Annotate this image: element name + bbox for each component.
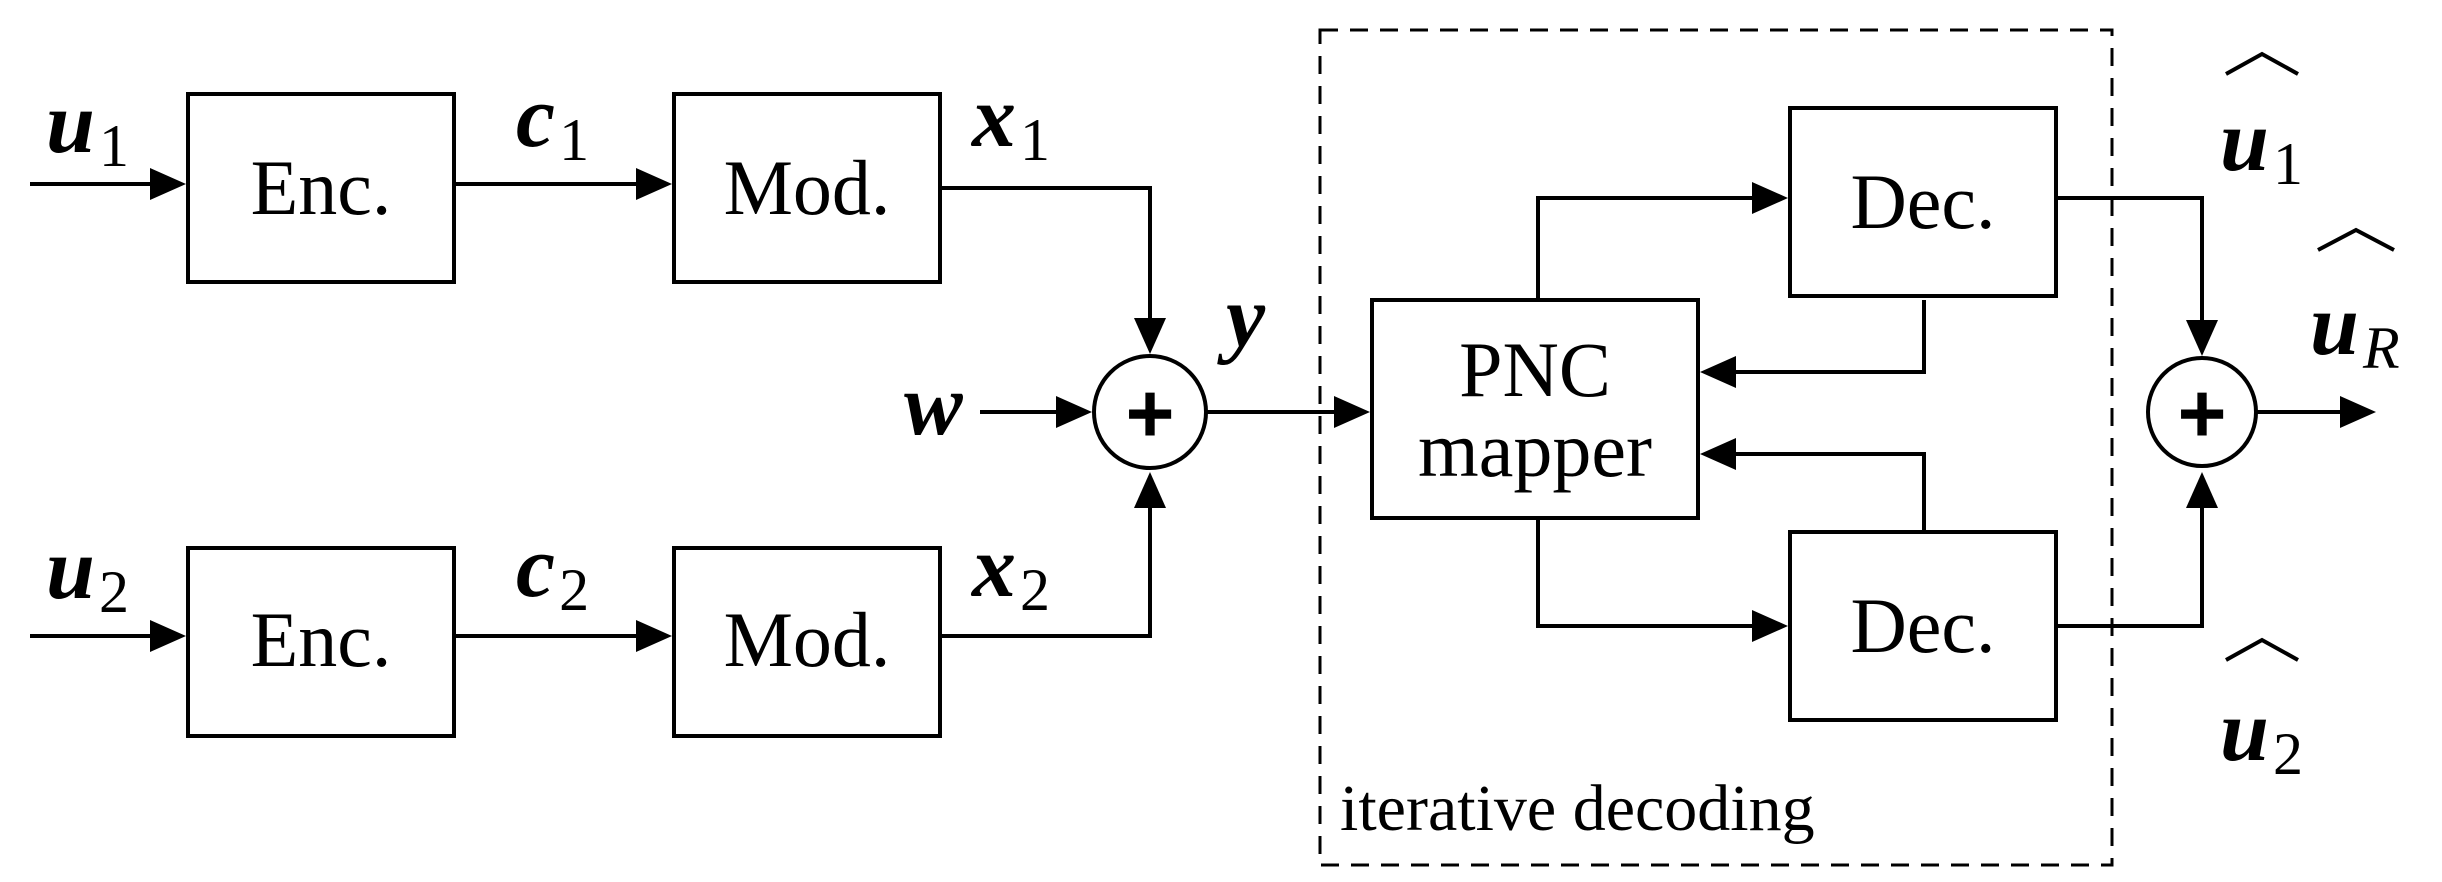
c2-arrowhead [636,620,672,652]
dec1-label: Dec. [1850,158,1995,245]
u2-hat-accent [2225,637,2299,662]
x2-arrowhead [1134,472,1166,508]
dec2-feedback-arrowhead [1700,438,1736,470]
y-arrowhead [1334,396,1370,428]
u2-hat-label: u2 [2220,683,2303,787]
channel-adder-plus: + [1125,366,1174,460]
u2-input-arrowhead [150,620,186,652]
iterative-decoding-region [1318,28,2114,867]
x1-wire [940,186,1152,318]
w-arrowhead [1056,396,1092,428]
pnc-to-dec2-wire [1536,518,1752,628]
uR-hat-label: uR [2310,277,2400,381]
enc1-block [186,92,456,284]
relay-adder-plus: + [2177,366,2226,460]
dec1-feedback-wire [1736,300,1926,374]
x1-arrowhead [1134,318,1166,354]
enc2-label: Enc. [251,596,392,683]
dec2-output-arrowhead [2186,472,2218,508]
pnc-to-dec1-wire [1536,196,1752,300]
pnc-to-dec2-arrowhead [1752,610,1788,642]
x2-label: x2 [970,519,1050,623]
pnc-mapper-label-line1: PNC [1459,326,1611,413]
dec1-block [1788,106,2058,298]
y-label: y [1217,269,1266,366]
dec1-feedback-arrowhead [1700,356,1736,388]
enc1-label: Enc. [251,144,392,231]
u1-hat-label: u1 [2220,93,2303,197]
uR-output-arrowhead [2340,396,2376,428]
x1-label: x1 [970,69,1050,173]
u1-hat-accent [2225,51,2299,76]
dec2-feedback-wire [1736,452,1926,532]
pnc-mapper-block [1370,298,1700,520]
uR-hat-accent [2317,227,2395,252]
u1-label: u1 [46,75,129,179]
pnc-to-dec1-arrowhead [1752,182,1788,214]
dec2-output-wire [2056,508,2204,628]
w-label: w [904,357,963,454]
mod2-block [672,546,942,738]
enc2-block [186,546,456,738]
mod1-label: Mod. [724,144,891,231]
pnc-mapper-label-line2: mapper [1418,406,1652,493]
c1-label: c1 [516,69,589,173]
mod2-label: Mod. [724,596,891,683]
c1-arrowhead [636,168,672,200]
dec1-output-arrowhead [2186,320,2218,356]
iterative-decoding-label: iterative decoding [1340,772,1815,845]
x2-wire [940,508,1152,638]
dec2-label: Dec. [1850,582,1995,669]
u2-label: u2 [46,521,129,625]
u1-input-arrowhead [150,168,186,200]
c2-label: c2 [516,519,589,623]
dec1-output-wire [2056,196,2204,320]
